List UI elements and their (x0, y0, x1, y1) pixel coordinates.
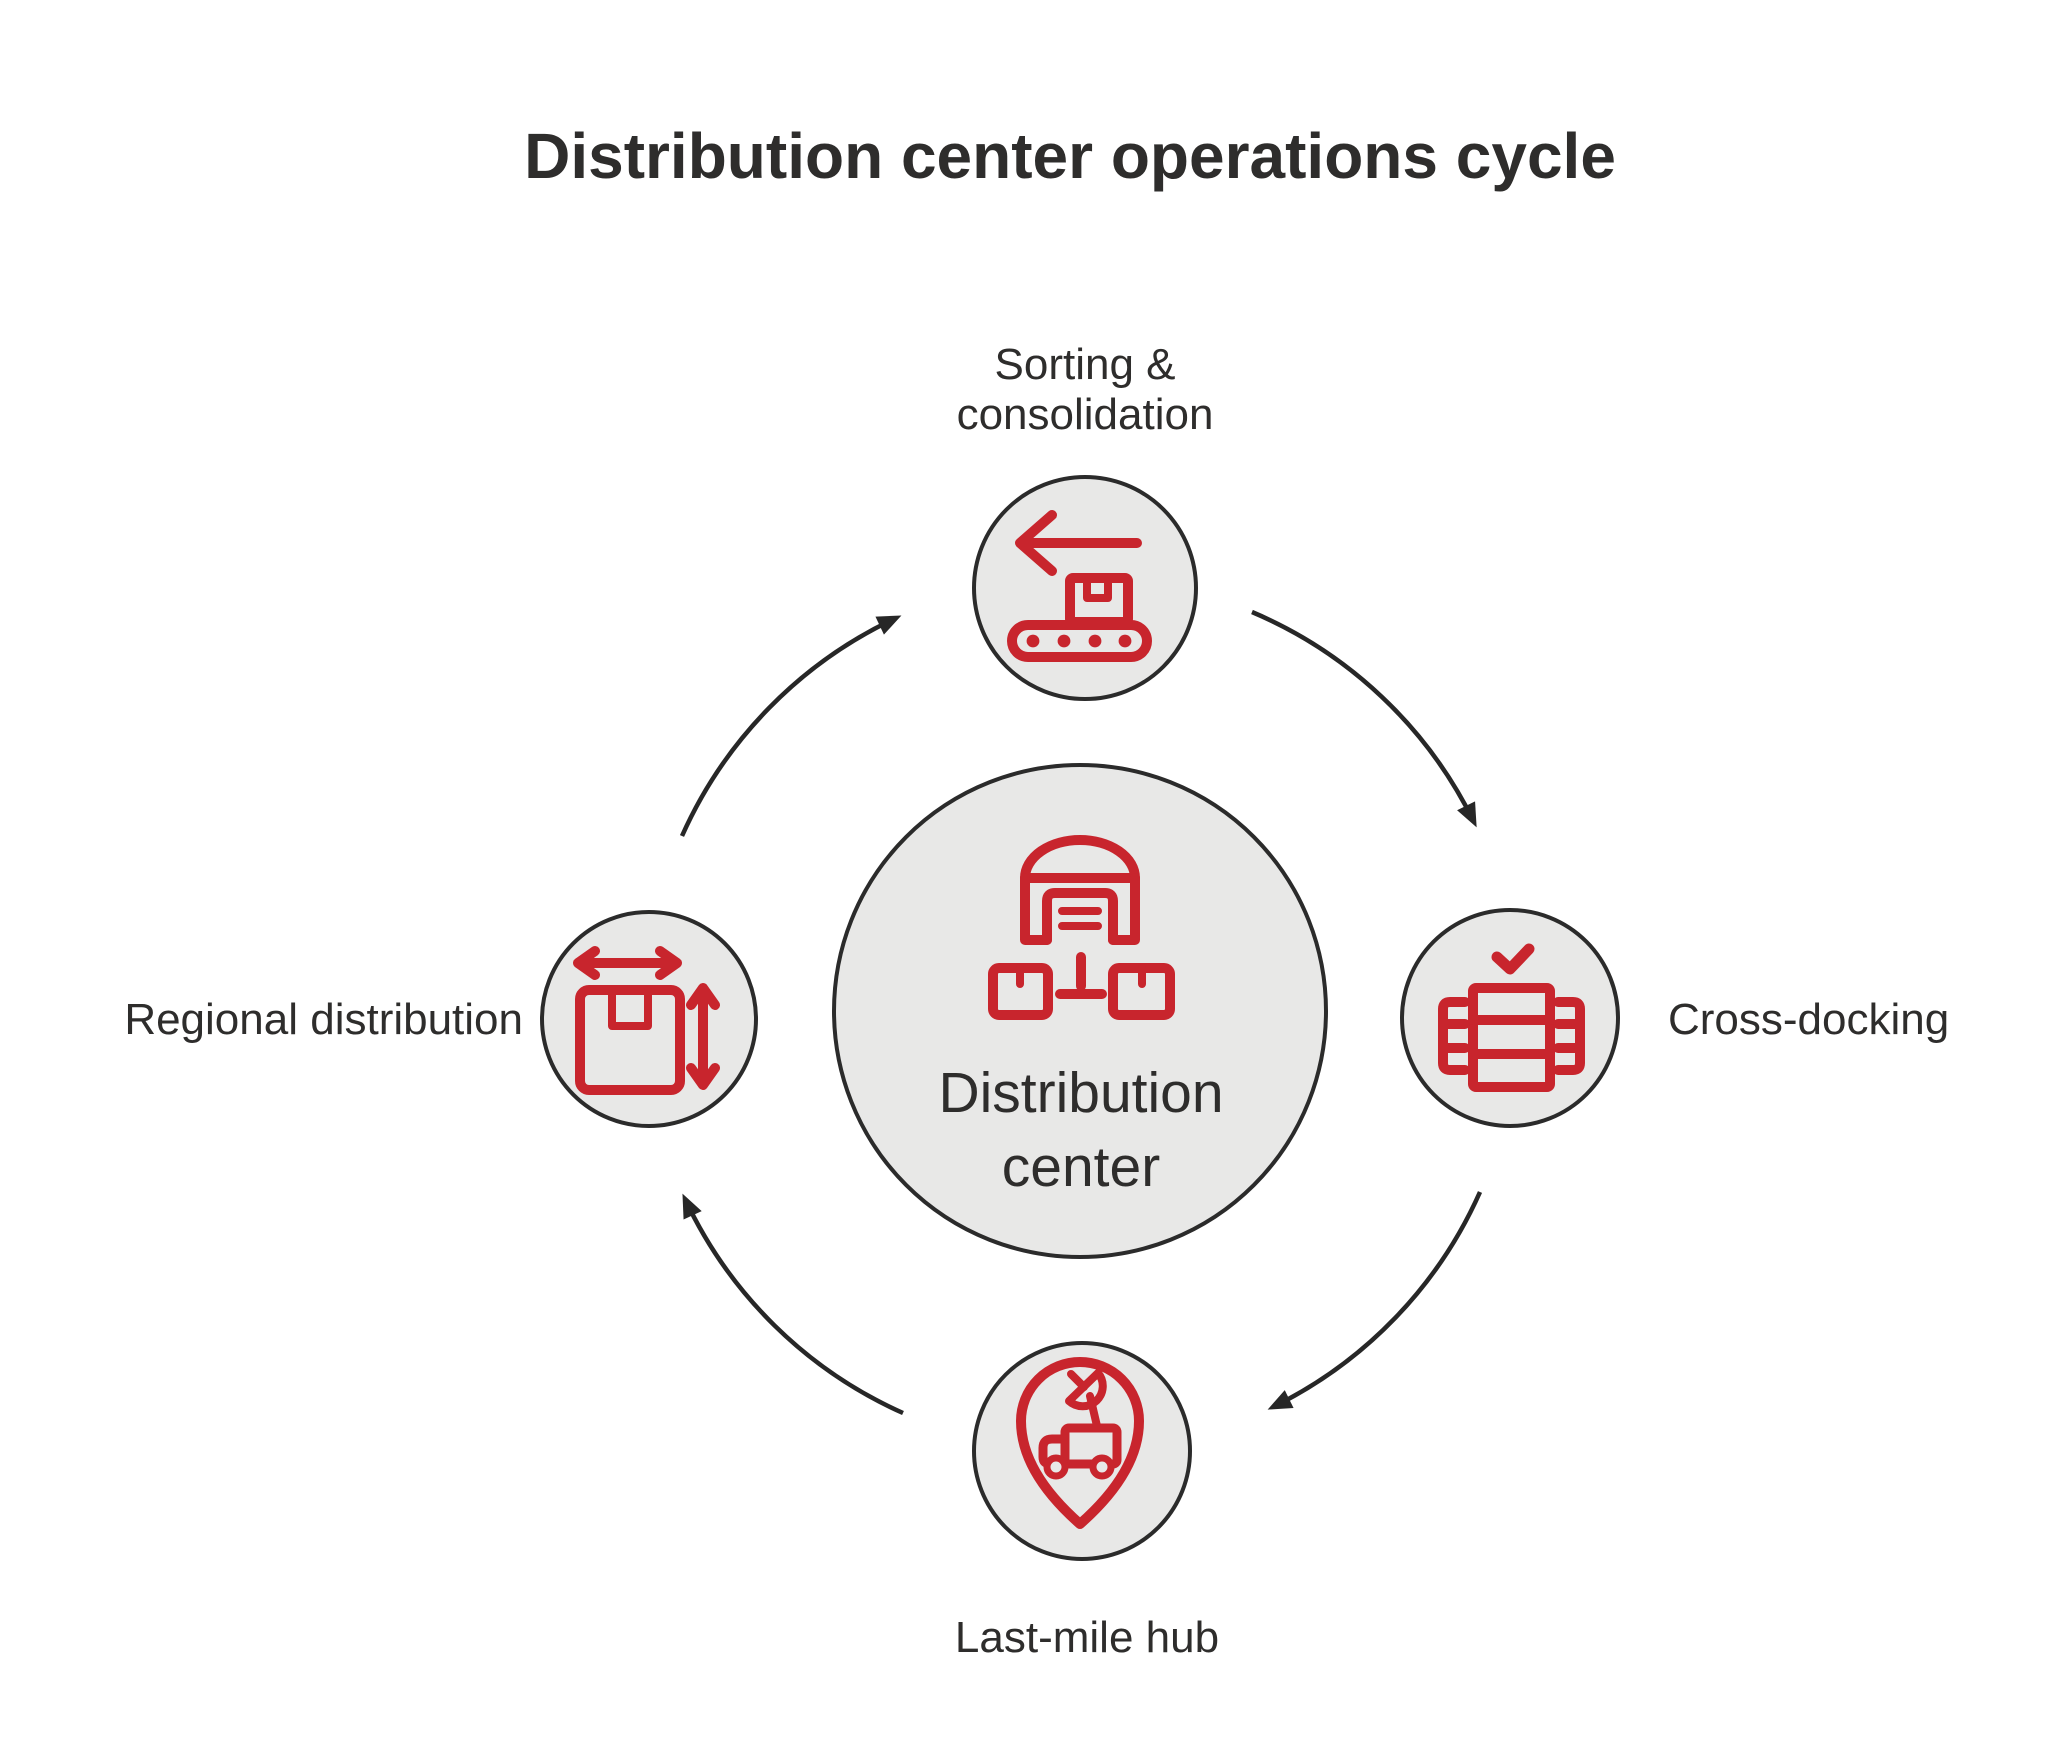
label-line: center (1001, 1135, 1161, 1199)
width-arrow (573, 946, 682, 980)
package-box (575, 985, 685, 1095)
warehouse-door-slats (1058, 907, 1102, 930)
arrow-bottom-to-left (682, 1193, 904, 1416)
roller-dot (1118, 634, 1132, 648)
location-pin-outline (1016, 1357, 1144, 1529)
truck-wheel (1089, 1454, 1115, 1480)
cycle-arrows (679, 609, 1483, 1416)
page-title: Distribution center operations cycle (524, 119, 1616, 192)
label-sorting-consolidation: Sorting & consolidation (957, 340, 1214, 440)
left-rail (1438, 997, 1470, 1075)
package-flap (608, 986, 652, 1030)
arrow-left-to-top (679, 615, 902, 837)
crate-dividers (1468, 1015, 1555, 1059)
arrow-right-to-bottom (1267, 1191, 1483, 1410)
conveyor-belt (1007, 620, 1152, 662)
stacked-crates-check-icon (1438, 943, 1585, 1092)
label-distribution-center: Distribution center (938, 1056, 1223, 1204)
right-rail (1553, 997, 1585, 1075)
node-cross-docking (1400, 908, 1620, 1128)
truck-wheel (1043, 1454, 1069, 1480)
roller-dot (1057, 634, 1071, 648)
label-line: consolidation (956, 390, 1214, 440)
conveyor-belt-icon (1007, 510, 1152, 662)
package-dimensions-icon (573, 946, 720, 1095)
warehouse-network-icon (988, 835, 1175, 1020)
node-regional (540, 910, 758, 1128)
node-last-mile (972, 1341, 1192, 1561)
check-icon (1491, 943, 1535, 975)
label-line: Distribution (938, 1060, 1224, 1125)
network-stem (1055, 952, 1107, 999)
roller-dot (1088, 634, 1102, 648)
warehouse-walls (1020, 873, 1140, 945)
label-last-mile-hub: Last-mile hub (954, 1612, 1220, 1662)
label-cross-docking: Cross-docking (1668, 994, 1950, 1044)
node-sorting (972, 475, 1198, 701)
crate-stack (1468, 983, 1555, 1092)
arrow-top-to-right (1251, 609, 1477, 828)
roller-dot (1026, 634, 1040, 648)
label-regional-distribution: Regional distribution (124, 994, 523, 1044)
center-node-circle (832, 763, 1328, 1259)
conveyor-box-flap (1083, 574, 1112, 602)
dish-feed-and-mast (1067, 1370, 1101, 1430)
height-arrow (686, 983, 720, 1090)
truck-location-pin-icon (1016, 1357, 1144, 1529)
warehouse-dome (1020, 835, 1140, 883)
label-line: Sorting & (994, 340, 1176, 389)
center-node (832, 763, 1328, 1259)
warehouse-door (1042, 888, 1118, 945)
left-arrow (1015, 510, 1142, 576)
satellite-dish (1065, 1369, 1107, 1411)
